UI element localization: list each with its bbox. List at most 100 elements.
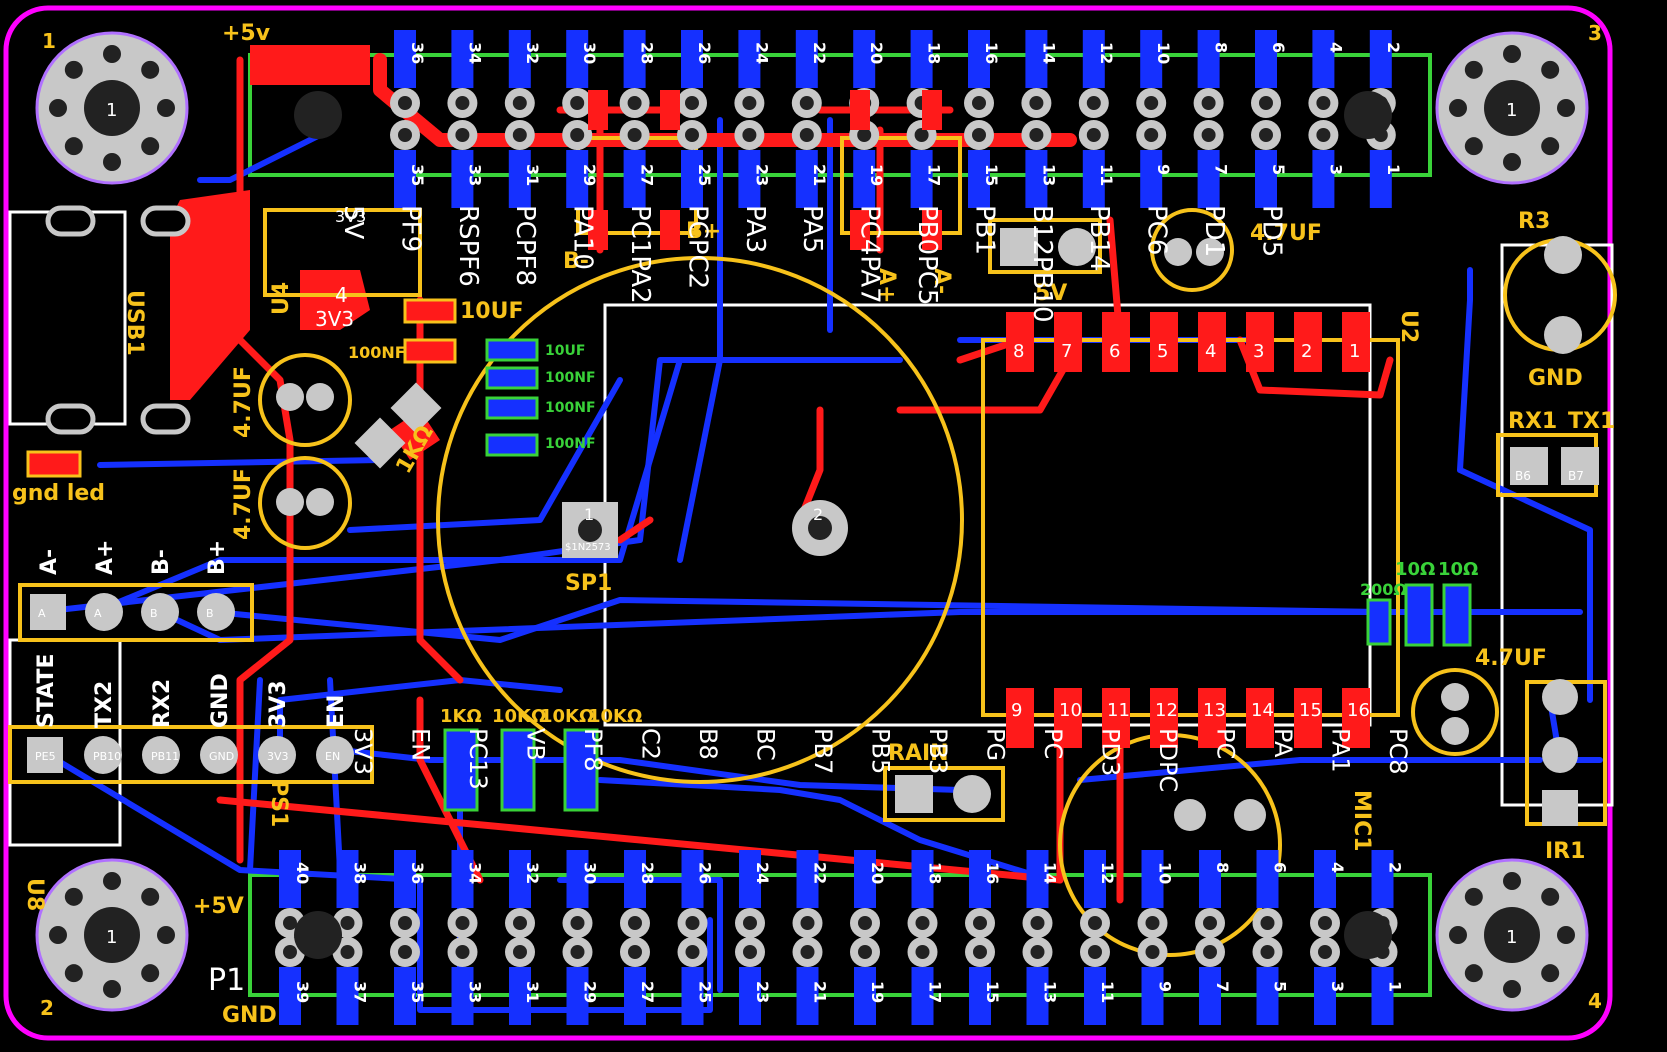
header-pin-number: 1: [1384, 164, 1403, 175]
module-pin-label: PE5: [35, 750, 56, 763]
module-pad: [85, 593, 123, 631]
header-hole-drill: [283, 916, 297, 930]
res-200-label: 200Ω: [1360, 580, 1407, 599]
header-pad: [681, 150, 703, 208]
header-pad: [681, 30, 703, 88]
bottom-signal-label: BC: [752, 728, 780, 761]
chip-pad: [1294, 688, 1322, 748]
header-pin-number: 19: [868, 981, 887, 1003]
mount-hole-label: 1: [1506, 927, 1517, 948]
mount-hole-via: [64, 887, 83, 906]
header-pin-number: 26: [696, 862, 715, 884]
mount-hole-via: [1541, 137, 1560, 156]
cap-10uf-pads: [403, 298, 457, 324]
u2-label: U2: [1396, 310, 1421, 343]
header-hole-drill: [685, 945, 700, 959]
header-pad: [1082, 150, 1105, 208]
mic-label: MIC1: [1349, 790, 1374, 852]
header-pad: [681, 967, 704, 1025]
header-pad: [911, 967, 934, 1025]
header-pad: [624, 967, 646, 1025]
module-header-label: B-: [149, 549, 174, 575]
speaker-outline: [436, 256, 964, 784]
header-hole-drill: [742, 96, 757, 110]
header-pin-number: 31: [523, 981, 542, 1003]
bottom-signal-label: EN: [407, 728, 435, 761]
header-pin-number: 13: [1039, 164, 1058, 186]
module-header-label: A+: [93, 540, 118, 575]
header-pin-number: 19: [867, 164, 886, 186]
module-pad: [141, 593, 179, 631]
tx1-label: TX1: [1568, 409, 1615, 434]
cap-outline-1: [258, 353, 352, 447]
header-pin-number: 9: [1154, 164, 1173, 175]
header-pin-number: 27: [638, 981, 657, 1003]
header-pin-number: 25: [695, 164, 714, 186]
mount-hole-via: [64, 964, 83, 983]
module-header-label: A-: [37, 549, 62, 575]
header-hole-drill: [570, 945, 585, 959]
chip-pad: [1198, 312, 1226, 372]
header-hole-drill: [1030, 945, 1045, 959]
chip-pin-number: 13: [1203, 700, 1226, 721]
header-pin-number: 21: [810, 164, 829, 186]
speaker-pin2-label: 2: [813, 505, 823, 524]
bottom-signal-label: PB3: [924, 728, 952, 774]
header-pin-number: 7: [1213, 981, 1232, 992]
header-hole-drill: [858, 916, 872, 930]
header-pin-number: 16: [982, 42, 1001, 64]
header-pin-number: 10: [1156, 862, 1175, 884]
gnd-label: GND: [1528, 366, 1583, 391]
mount-hole-via: [1449, 926, 1467, 944]
header-pin-number: 11: [1098, 981, 1117, 1003]
module-header-label: 3V3: [266, 680, 291, 728]
header-pad: [451, 850, 474, 908]
mount-hole-via: [1449, 99, 1467, 117]
chip-pad: [1054, 312, 1082, 372]
fivev-label: 5V: [1035, 281, 1067, 306]
mount-hole-via: [1503, 980, 1521, 998]
module-pad: [200, 736, 238, 774]
rain-outline: [883, 766, 1005, 822]
top-signal-label: PCPC2: [682, 205, 712, 289]
mount-hole-label: 1: [106, 927, 117, 948]
header-pad: [795, 150, 818, 208]
res-10-a-label: 10Ω: [1395, 559, 1435, 580]
header-pad: [508, 30, 531, 88]
header-pad: [1256, 967, 1279, 1025]
header-pad: [854, 967, 876, 1025]
mount-hole-label: 1: [106, 100, 117, 121]
header-pad: [1141, 967, 1164, 1025]
chip-pad: [1150, 688, 1178, 748]
res-1k-b-label: 1KΩ: [440, 706, 482, 727]
top-signal-label: PC6: [1142, 205, 1172, 255]
header-pin-number: 18: [925, 42, 944, 64]
power-copper-pour: [170, 45, 440, 460]
chip-pin-number: 11: [1107, 700, 1130, 721]
header-pin-number: 32: [523, 862, 542, 884]
top-signal-label: PC4PA7: [855, 205, 885, 304]
chip-pin-number: 5: [1157, 341, 1168, 362]
header-pad: [1199, 850, 1221, 908]
header-pad: [1312, 150, 1335, 208]
header-pad: [739, 850, 761, 908]
header-pin-number: 5: [1271, 981, 1290, 992]
chip-pin-number: 12: [1155, 700, 1178, 721]
header-pin-number: 22: [810, 42, 829, 64]
res-10k-b-label: 10KΩ: [540, 706, 594, 727]
rx1-pin-label: B6: [1515, 469, 1531, 483]
header-hole-drill: [685, 96, 699, 110]
header-pad: [623, 30, 646, 88]
header-hole-drill: [398, 945, 412, 959]
bottom-signal-label: PA1: [1327, 728, 1355, 773]
header-pin-number: 14: [1041, 862, 1060, 884]
module-header-label: STATE: [34, 654, 59, 729]
header-pad: [279, 850, 301, 908]
header-pin-number: 30: [580, 42, 599, 64]
header-pin-number: 22: [811, 862, 830, 884]
cap-100nf-a-label: 100NF: [545, 370, 596, 386]
plus5v-top-label: +5v: [222, 21, 271, 46]
chip-pad: [1054, 688, 1082, 748]
bottom-signal-label: PG: [982, 728, 1010, 761]
module-pad: [316, 736, 354, 774]
